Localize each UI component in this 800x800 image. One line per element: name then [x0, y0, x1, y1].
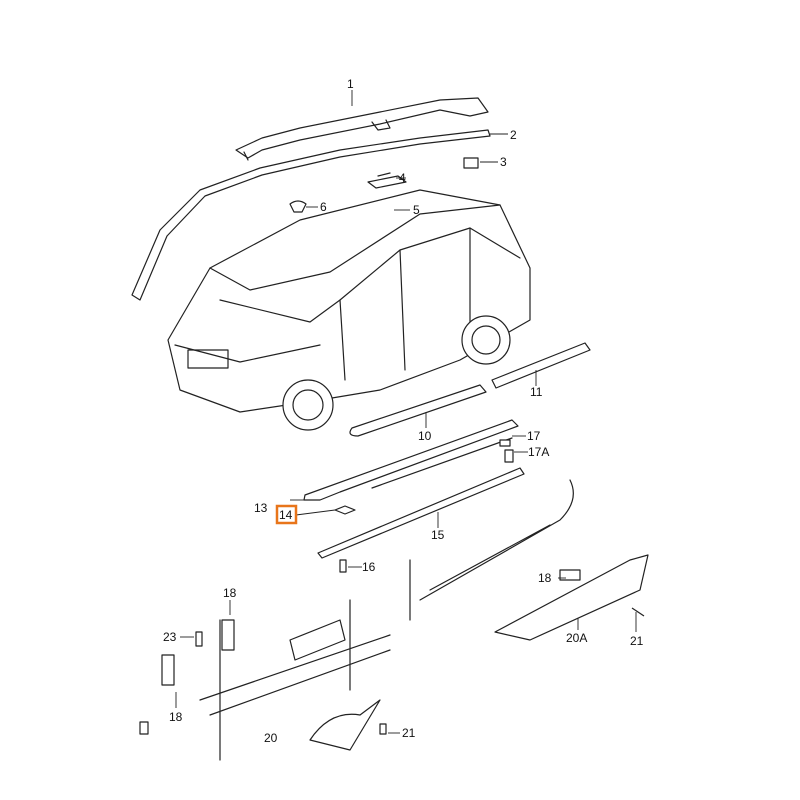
callout-17[interactable]: 17 [527, 429, 541, 443]
callout-23[interactable]: 23 [163, 630, 177, 644]
callout-3[interactable]: 3 [500, 155, 507, 169]
rear-sill-assembly [409, 479, 649, 641]
callout-16[interactable]: 16 [362, 560, 376, 574]
clip-17[interactable] [499, 439, 514, 463]
sill-strip-15[interactable] [317, 467, 525, 559]
callout-20a[interactable]: 20A [566, 631, 587, 645]
nut-part-3[interactable] [463, 157, 479, 169]
clip-part-6[interactable] [289, 200, 307, 213]
callout-15[interactable]: 15 [431, 528, 445, 542]
callout-18-bottom[interactable]: 18 [169, 710, 183, 724]
roof-rail-part-1[interactable] [235, 97, 489, 161]
callout-labels: 1 2 3 4 5 6 10 11 13 14 15 16 17 17A 18 … [163, 77, 644, 745]
callout-21-right[interactable]: 21 [630, 634, 644, 648]
callout-18-top[interactable]: 18 [223, 586, 237, 600]
callout-14[interactable]: 14 [279, 508, 293, 522]
callout-18-right[interactable]: 18 [538, 571, 552, 585]
callout-5[interactable]: 5 [413, 203, 420, 217]
door-trim-strip-10[interactable] [349, 384, 487, 437]
bracket-part-4[interactable] [367, 172, 407, 189]
callout-4[interactable]: 4 [399, 171, 406, 185]
callout-11[interactable]: 11 [530, 385, 543, 399]
callout-6[interactable]: 6 [320, 200, 327, 214]
callout-10[interactable]: 10 [418, 429, 432, 443]
callout-20[interactable]: 20 [264, 731, 278, 745]
callout-1[interactable]: 1 [347, 77, 354, 91]
front-sill-assembly [139, 599, 391, 761]
callout-2[interactable]: 2 [510, 128, 517, 142]
screw-16[interactable] [339, 559, 347, 573]
callout-21-bottom[interactable]: 21 [402, 726, 416, 740]
callout-14-highlight [275, 504, 298, 525]
callout-17a[interactable]: 17A [528, 445, 549, 459]
door-trim-strip-11[interactable] [491, 342, 591, 389]
roof-trim-strip[interactable] [131, 129, 491, 301]
van-illustration [167, 189, 531, 431]
clip-part-14[interactable] [334, 505, 356, 515]
leader-lines [175, 90, 637, 734]
callout-13[interactable]: 13 [254, 501, 268, 515]
